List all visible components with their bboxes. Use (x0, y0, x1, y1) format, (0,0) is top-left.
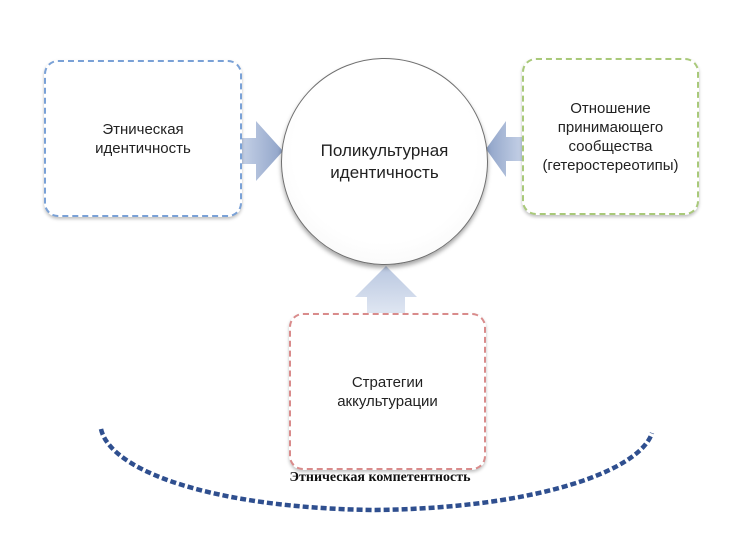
competence-arc (98, 428, 655, 513)
node-ethnic-identity-label: Этническая идентичность (95, 120, 191, 157)
arrow-right-to-center (486, 121, 522, 177)
arrow-bottom-to-center (355, 266, 417, 313)
node-host-attitude: Отношение принимающего сообщества (гетер… (522, 58, 699, 215)
node-acculturation-strategies: Стратегии аккультурации (289, 313, 486, 470)
node-multicultural-identity: Поликультурная идентичность (281, 58, 488, 265)
node-ethnic-identity: Этническая идентичность (44, 60, 242, 217)
arrow-left-to-center (242, 121, 283, 181)
node-multicultural-identity-label: Поликультурная идентичность (320, 140, 449, 182)
node-acculturation-strategies-label: Стратегии аккультурации (337, 373, 438, 410)
competence-caption: Этническая компетентность (289, 470, 471, 485)
node-host-attitude-label: Отношение принимающего сообщества (гетер… (542, 99, 679, 174)
